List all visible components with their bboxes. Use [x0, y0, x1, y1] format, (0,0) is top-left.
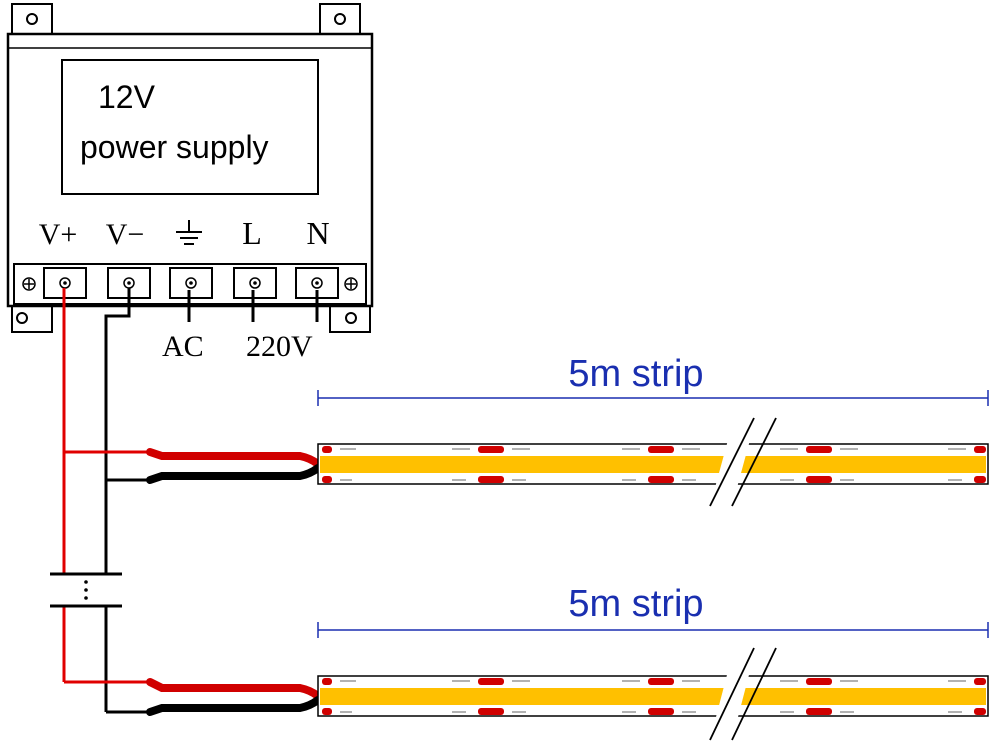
break-mark	[731, 647, 777, 741]
pcb-markings	[340, 448, 966, 481]
pcb-markings	[340, 680, 966, 713]
strip-2-leads	[146, 678, 322, 716]
terminal-ground	[169, 267, 213, 299]
mount-hole-icon	[16, 312, 28, 324]
break-mark	[731, 417, 777, 507]
negative-bus-wire	[104, 288, 131, 574]
output-wiring	[50, 288, 152, 714]
mount-tab-top-right	[319, 3, 361, 35]
mains-voltage-label: 220V	[246, 330, 313, 363]
solder-pads	[322, 446, 986, 483]
break-mark	[709, 417, 755, 507]
solder-pads	[322, 678, 986, 715]
ps-voltage-label: 12V	[98, 79, 156, 115]
ps-name-label: power supply	[80, 129, 269, 165]
strip-led-band	[320, 456, 986, 473]
led-strip-1: 5m strip	[317, 353, 989, 507]
screw-icon	[22, 277, 36, 291]
ac-label: AC	[162, 330, 204, 363]
strip-led-band	[320, 688, 986, 705]
terminal-label-n: N	[306, 215, 329, 251]
strip-1-leads	[146, 448, 322, 484]
label-panel	[61, 59, 319, 195]
mains-input: AC 220V	[162, 290, 319, 363]
mount-tab-bottom-right	[329, 305, 371, 333]
terminal-label-l: L	[242, 215, 262, 251]
mount-hole-icon	[26, 13, 38, 25]
terminal-n	[295, 267, 339, 299]
strip-length-label: 5m strip	[568, 583, 703, 625]
mount-tab-bottom-left	[11, 305, 53, 333]
terminal-label-vplus: V+	[39, 218, 78, 251]
ground-icon	[176, 220, 202, 245]
strip-length-label: 5m strip	[568, 353, 703, 395]
screw-icon	[344, 277, 358, 291]
led-strip-2: 5m strip	[317, 583, 989, 741]
mount-hole-icon	[334, 13, 346, 25]
terminal-label-vminus: V−	[106, 218, 145, 251]
break-mark	[709, 647, 755, 741]
terminal-l	[233, 267, 277, 299]
mount-tab-top-left	[11, 3, 53, 35]
power-supply: 12V power supply V+ V− L N	[6, 3, 374, 333]
mount-hole-icon	[345, 312, 357, 324]
